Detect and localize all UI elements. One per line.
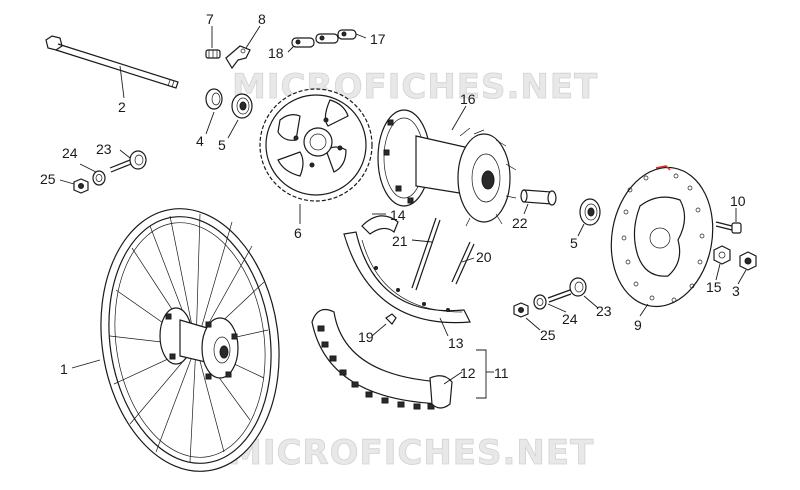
spacer (205, 88, 223, 110)
callout-1: 1 (60, 361, 68, 377)
callout-16: 16 (460, 91, 476, 107)
bearing-right (579, 198, 601, 226)
disc-nut (713, 245, 731, 265)
callout-14: 14 (390, 207, 406, 223)
tyre (311, 309, 453, 410)
callout-20: 20 (476, 249, 492, 265)
callout-19: 19 (358, 329, 374, 345)
callout-3: 3 (732, 283, 740, 299)
chain-link (291, 29, 357, 48)
adjuster-bolt-left (109, 150, 147, 173)
pin-21 (411, 217, 441, 291)
callout-13: 13 (448, 335, 464, 351)
callout-7: 7 (206, 11, 214, 27)
disc-bolt (715, 221, 742, 234)
wheel-assembly (100, 208, 280, 472)
lock-plate (225, 45, 251, 70)
callout-23-upper: 23 (96, 141, 112, 157)
callout-labels: 7 8 17 18 2 16 4 5 24 23 25 14 6 22 10 2… (40, 11, 746, 381)
callout-23-lower: 23 (596, 303, 612, 319)
washer-right (533, 294, 547, 310)
rim-band (361, 215, 399, 235)
nut-left (73, 178, 89, 194)
callout-5-lower: 5 (570, 235, 578, 251)
callout-6: 6 (294, 225, 302, 241)
callout-24-lower: 24 (562, 311, 578, 327)
callout-9: 9 (634, 317, 642, 333)
callout-5-upper: 5 (218, 137, 226, 153)
callout-22: 22 (512, 215, 528, 231)
rim-tape (343, 231, 471, 324)
clip (385, 313, 397, 325)
callout-15: 15 (706, 279, 722, 295)
callout-12: 12 (460, 365, 476, 381)
rear-sprocket (259, 88, 373, 202)
sprocket-bolt (205, 49, 221, 59)
watermark-bottom: MICROFICHES.NET (228, 433, 594, 473)
callout-25-upper: 25 (40, 171, 56, 187)
callout-4: 4 (196, 133, 204, 149)
brake-disc (610, 165, 714, 308)
bearing-left (231, 93, 253, 119)
cap-nut (739, 251, 757, 271)
nut-right (513, 302, 529, 318)
rear-hub (377, 109, 517, 227)
callout-2: 2 (118, 99, 126, 115)
callout-24-upper: 24 (62, 145, 78, 161)
bushing (520, 189, 557, 206)
leader-lines (59, 25, 747, 399)
axle (45, 35, 179, 89)
callout-17: 17 (370, 31, 386, 47)
pin-20 (451, 241, 475, 285)
disc-accent-mark (655, 165, 671, 171)
callout-11: 11 (494, 365, 509, 381)
washer-left (92, 170, 106, 186)
adjuster-bolt-right (547, 277, 587, 303)
callout-21: 21 (392, 233, 408, 249)
callout-25-lower: 25 (540, 327, 556, 343)
callout-18: 18 (268, 45, 284, 61)
callout-10: 10 (730, 193, 746, 209)
callout-8: 8 (258, 11, 266, 27)
